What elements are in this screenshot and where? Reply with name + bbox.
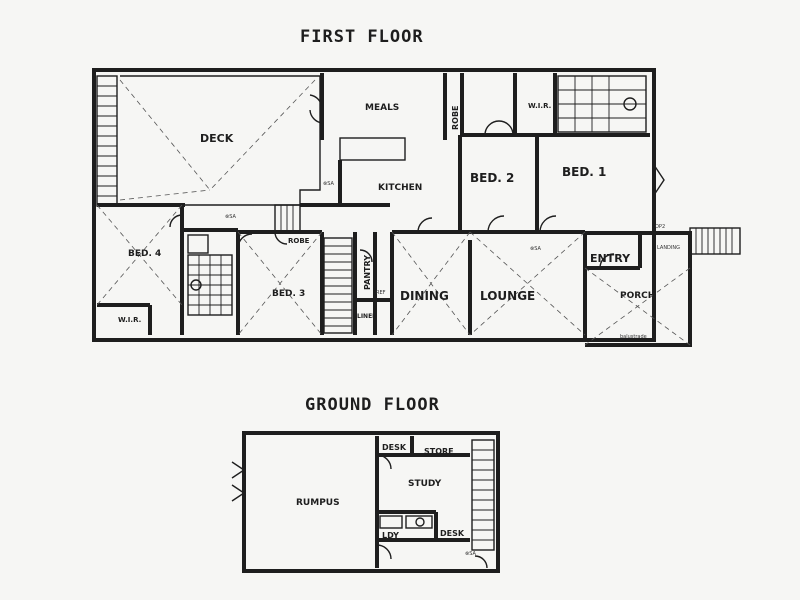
smoke-alarm-kitchen: ⊗SA (323, 181, 334, 187)
deck-area (119, 75, 321, 206)
room-ldy-label: LDY (382, 531, 399, 540)
room-robe-bed3-label: ROBE (288, 237, 310, 245)
ground-floor-title: GROUND FLOOR (305, 395, 440, 415)
deck-stairs (96, 75, 118, 207)
room-pantry-label: PANTRY (363, 255, 372, 290)
door-swings (169, 94, 665, 269)
room-rumpus-label: RUMPUS (296, 498, 340, 508)
room-porch-label: PORCH (620, 291, 655, 301)
room-store-label: STORE (424, 447, 454, 456)
room-bed2-label: BED. 2 (470, 171, 514, 185)
room-desk-bottom-label: DESK (440, 529, 465, 538)
smoke-alarm-study: ⊗SA (465, 551, 476, 557)
room-dining-label: DINING (400, 289, 449, 303)
landing-stairs (689, 227, 741, 255)
landing-note: LANDING (657, 245, 680, 251)
ensuite-tiles (557, 75, 647, 133)
internal-stairs (274, 204, 353, 334)
room-meals-label: MEALS (365, 103, 399, 113)
op2-note: OP2 (655, 224, 665, 230)
room-wir-bed4-label: W.I.R. (118, 316, 141, 324)
room-robe-vertical-label: ROBE (451, 105, 460, 130)
room-bed1-label: BED. 1 (562, 165, 606, 179)
ground-floor-stairs (471, 439, 495, 551)
first-floor-title: FIRST FLOOR (300, 27, 424, 47)
ceiling-diagonals (96, 204, 691, 346)
room-bed3-label: BED. 3 (272, 289, 305, 299)
laundry-fittings (379, 515, 433, 529)
bathroom-tiles (187, 234, 233, 316)
first-floor-outer-walls (92, 68, 692, 347)
room-kitchen-label: KITCHEN (378, 183, 422, 193)
smoke-alarm-lounge: ⊗SA (530, 246, 541, 252)
room-entry-label: ENTRY (590, 252, 631, 265)
room-study-label: STUDY (408, 479, 442, 489)
room-wir-bed1-label: W.I.R. (528, 102, 551, 110)
balustrade-note: balustrade (620, 334, 647, 340)
smoke-alarm-bed4: ⊗SA (225, 214, 236, 220)
room-deck-label: DECK (200, 132, 234, 145)
room-bed4-label: BED. 4 (128, 249, 161, 259)
room-desk-top-label: DESK (382, 443, 407, 452)
room-lounge-label: LOUNGE (480, 289, 535, 303)
ground-floor-door-swings (231, 454, 488, 569)
first-floor-internal-walls (97, 73, 650, 340)
ref-note: REF (376, 290, 386, 296)
ground-floor-walls (242, 431, 500, 573)
room-linen-label: LINEN (357, 313, 377, 320)
